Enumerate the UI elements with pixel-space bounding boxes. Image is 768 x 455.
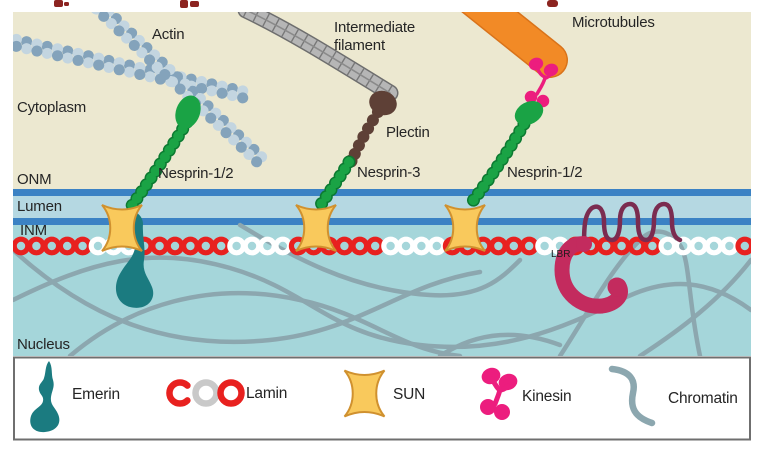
nesprin3-label: Nesprin-3 bbox=[357, 164, 421, 181]
cytoplasm-label: Cytoplasm bbox=[17, 99, 87, 116]
lamin-icon bbox=[166, 379, 245, 407]
nesprin-3 bbox=[313, 155, 356, 213]
lbr-label: LBR bbox=[551, 249, 571, 260]
legend-label-emerin: Emerin bbox=[72, 386, 120, 403]
onm-label: ONM bbox=[17, 171, 52, 188]
kinesin-icon bbox=[480, 367, 518, 420]
legend-label-chromatin: Chromatin bbox=[668, 390, 738, 407]
lbr-protein bbox=[554, 201, 683, 314]
nesprin12-left-label: Nesprin-1/2 bbox=[158, 165, 234, 182]
inner-nuclear-membrane bbox=[13, 218, 751, 225]
nucleus-label: Nucleus bbox=[17, 336, 70, 353]
chromatin-icon bbox=[608, 365, 656, 427]
legend-label-lamin: Lamin bbox=[246, 385, 288, 402]
legend-label-sun: SUN bbox=[393, 386, 426, 403]
lbr-transmembrane-squiggle bbox=[581, 201, 683, 249]
legend-label-kinesin: Kinesin bbox=[522, 388, 572, 405]
microtubule bbox=[461, 12, 568, 78]
lumen-label: Lumen bbox=[17, 198, 62, 215]
legend-box bbox=[13, 356, 751, 441]
lumen-region bbox=[13, 196, 751, 218]
outer-nuclear-membrane bbox=[13, 189, 751, 196]
plectin-label: Plectin bbox=[386, 124, 430, 141]
chromatin-strands bbox=[13, 222, 751, 356]
kinesin-motor bbox=[524, 57, 559, 108]
actin-label: Actin bbox=[152, 26, 185, 43]
emerin-icon bbox=[30, 361, 60, 433]
actin-filaments bbox=[13, 12, 271, 171]
microtubules-label: Microtubules bbox=[572, 14, 655, 31]
cropped-caption-fragments bbox=[54, 0, 558, 8]
lbr-hook bbox=[554, 236, 628, 314]
inm-label: INM bbox=[20, 222, 47, 239]
nesprin12-right-label: Nesprin-1/2 bbox=[507, 164, 583, 181]
nesprin-1-2-right bbox=[462, 101, 544, 213]
nesprin-1-2-left bbox=[124, 95, 201, 214]
intermediate-filament bbox=[237, 12, 399, 102]
emerin-protein bbox=[115, 212, 154, 308]
intermediate-filament-label: Intermediate filament bbox=[334, 19, 415, 54]
